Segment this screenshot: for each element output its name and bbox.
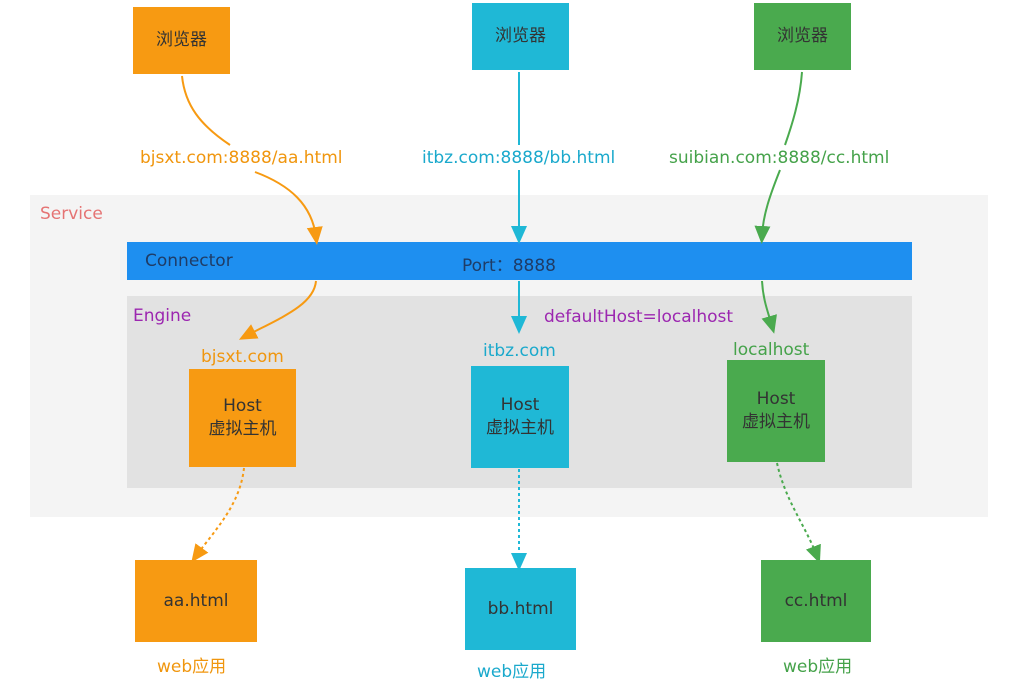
- browser-label: 浏览器: [156, 30, 207, 51]
- host-title: Host: [756, 389, 796, 410]
- arrow-orange-host-page: [191, 467, 245, 563]
- page-caption-2: web应用: [477, 662, 547, 682]
- host-subtitle: 虚拟主机: [486, 418, 554, 438]
- arrow-green-connector-host: [761, 280, 777, 334]
- page-box-1: aa.html: [135, 560, 257, 642]
- page-file: cc.html: [784, 590, 848, 611]
- engine-label: Engine: [133, 306, 192, 326]
- browser-box-1: 浏览器: [133, 7, 230, 74]
- host-subtitle: 虚拟主机: [208, 419, 277, 439]
- host-subtitle: 虚拟主机: [742, 412, 810, 432]
- host-box-3: Host 虚拟主机: [727, 360, 825, 462]
- arrow-orange-url-connector: [254, 171, 323, 245]
- url-label-3: suibian.com:8888/cc.html: [669, 148, 890, 168]
- host-name-1: bjsxt.com: [201, 347, 284, 367]
- arrow-green-url-connector: [754, 169, 781, 244]
- page-caption-3: web应用: [783, 657, 853, 677]
- arrow-green-host-page: [776, 462, 821, 564]
- host-box-1: Host 虚拟主机: [189, 369, 296, 467]
- page-file: bb.html: [487, 598, 554, 619]
- host-title: Host: [223, 396, 262, 417]
- page-box-3: cc.html: [761, 560, 871, 642]
- page-caption-1: web应用: [157, 657, 227, 677]
- service-label: Service: [40, 204, 103, 224]
- page-box-2: bb.html: [465, 568, 576, 650]
- arrow-orange-browser-url: [181, 75, 231, 146]
- host-name-3: localhost: [733, 340, 810, 360]
- url-label-1: bjsxt.com:8888/aa.html: [140, 148, 343, 168]
- host-name-2: itbz.com: [483, 341, 556, 361]
- page-file: aa.html: [163, 590, 229, 611]
- host-title: Host: [500, 395, 540, 416]
- host-box-2: Host 虚拟主机: [471, 366, 569, 468]
- browser-label: 浏览器: [777, 26, 828, 47]
- browser-box-2: 浏览器: [472, 3, 569, 70]
- arrow-green-browser-url: [784, 71, 803, 146]
- arrow-orange-connector-host: [238, 280, 317, 340]
- url-label-2: itbz.com:8888/bb.html: [422, 148, 616, 168]
- default-host-label: defaultHost=localhost: [544, 307, 734, 327]
- port-label: Port：8888: [462, 256, 556, 276]
- connector-bar: [127, 242, 912, 280]
- browser-label: 浏览器: [495, 26, 546, 47]
- connector-label: Connector: [145, 251, 233, 271]
- browser-box-3: 浏览器: [754, 3, 851, 70]
